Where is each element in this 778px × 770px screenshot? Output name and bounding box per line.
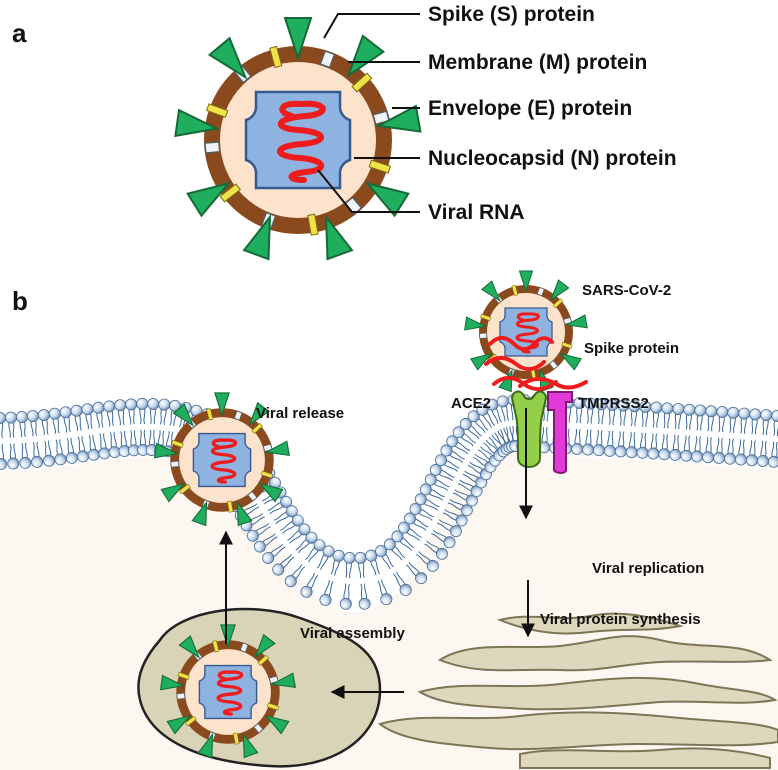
label-viral-assembly: Viral assembly xyxy=(300,625,405,642)
lipid-inner xyxy=(373,577,394,607)
tmprss2-protein xyxy=(547,391,573,474)
lipid-outer xyxy=(692,404,707,432)
ace2-receptor xyxy=(510,390,548,468)
lipid-inner xyxy=(614,430,629,458)
label-ace2: ACE2 xyxy=(451,395,491,412)
label-viral-release: Viral release xyxy=(256,405,344,422)
lipid-inner xyxy=(734,438,749,466)
lipid-inner xyxy=(356,582,372,611)
lipid-outer xyxy=(725,406,740,434)
replicating-rna xyxy=(484,336,588,391)
lipid-inner xyxy=(625,431,640,459)
lipid-outer xyxy=(0,411,7,439)
label-nucleocapsid-protein: Nucleocapsid (N) protein xyxy=(428,147,677,170)
lipid-outer xyxy=(649,401,663,429)
panel-b-label: b xyxy=(12,286,28,316)
lipid-inner xyxy=(756,440,771,468)
lipid-inner xyxy=(636,431,650,460)
label-viral-replication: Viral replication xyxy=(592,560,704,577)
label-tmprss2: TMPRSS2 xyxy=(578,395,649,412)
lipid-outer xyxy=(714,405,729,433)
lipid-inner xyxy=(581,428,596,456)
lipid-inner xyxy=(17,442,32,470)
lipid-inner xyxy=(668,434,683,462)
lipid-inner xyxy=(690,435,705,463)
lipid-outer xyxy=(156,398,171,426)
label-spike-protein-b: Spike protein xyxy=(584,340,679,357)
lipid-outer xyxy=(681,403,696,431)
lipid-inner xyxy=(6,442,20,470)
lipid-outer xyxy=(747,407,762,436)
sars-cov-2-virion xyxy=(465,271,588,392)
lipid-inner xyxy=(646,432,661,460)
lipid-outer xyxy=(135,397,149,425)
lipid-outer xyxy=(124,397,139,426)
pathway-arrows xyxy=(219,408,535,699)
lipid-inner xyxy=(603,430,618,458)
virion-diagram-a xyxy=(175,18,420,259)
lipid-inner xyxy=(318,578,338,608)
label-spike-protein: Spike (S) protein xyxy=(428,3,595,26)
label-viral-rna: Viral RNA xyxy=(428,201,524,224)
lipid-outer xyxy=(703,404,718,433)
lipid-outer xyxy=(341,551,357,579)
panel-a-label: a xyxy=(12,18,27,48)
lipid-inner xyxy=(40,439,56,468)
label-membrane-protein: Membrane (M) protein xyxy=(428,51,647,74)
lipid-inner xyxy=(745,439,760,467)
endoplasmic-reticulum xyxy=(377,612,778,769)
lipid-outer xyxy=(4,411,19,439)
lipid-inner xyxy=(767,440,778,469)
lipid-outer xyxy=(659,401,674,430)
lipid-inner xyxy=(701,436,716,464)
lipid-inner xyxy=(712,437,727,465)
lipid-outer xyxy=(736,407,751,435)
lipid-outer xyxy=(758,408,773,436)
lipid-inner xyxy=(570,428,585,456)
label-sars-cov-2: SARS-CoV-2 xyxy=(582,282,671,299)
lipid-outer xyxy=(146,397,160,425)
lipid-inner xyxy=(116,430,132,458)
leader-lines-a xyxy=(317,13,420,213)
lipid-inner xyxy=(657,433,672,461)
label-viral-protein-synthesis: Viral protein synthesis xyxy=(540,611,701,628)
lipid-inner xyxy=(339,582,354,611)
lipid-outer xyxy=(670,402,685,430)
lipid-inner xyxy=(0,443,8,471)
lipid-inner xyxy=(29,440,44,469)
lipid-inner xyxy=(592,429,607,457)
label-envelope-protein: Envelope (E) protein xyxy=(428,97,632,120)
